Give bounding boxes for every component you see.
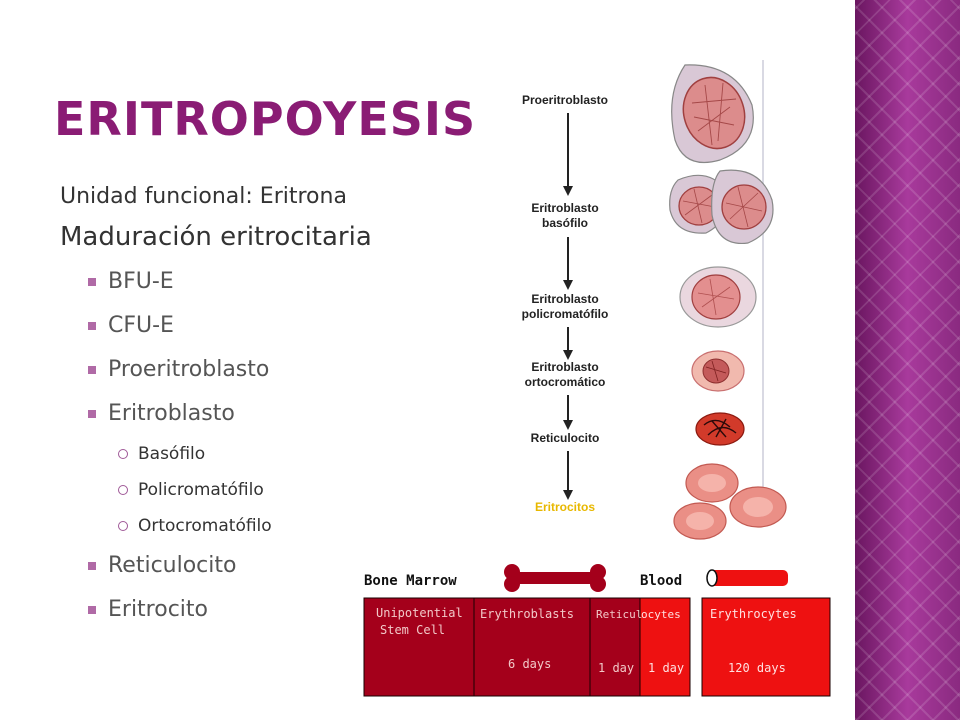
reticulocytes-label-part-2: ocytes [641,608,681,621]
reticulocytes-marrow-box [589,597,641,697]
slide-content: Unidad funcional: Eritrona Maduración er… [58,180,478,632]
stage-label-ortocromatico-1: Eritroblasto [531,360,598,374]
sub-list-item: Policromatófilo [118,472,478,508]
stage-label-ortocromatico-2: ortocromático [525,375,606,389]
erythrocytes-days: 120 days [728,661,786,675]
list-item: BFU-E [88,260,478,304]
unipotential-stem-cell-box [363,597,475,697]
stage-label-eritrocitos: Eritrocitos [535,500,595,514]
reticulocito-cell-icon [695,412,745,446]
sub-list-item: Ortocromatófilo [118,508,478,544]
unipotential-label-1: Unipotential [376,606,463,620]
stage-label-proeritroblasto: Proeritroblasto [522,93,608,107]
list-item: Proeritroblasto [88,348,478,392]
erythrocytes-label: Erythrocytes [710,607,797,621]
stage-label-basofilo-1: Eritroblasto [531,201,598,215]
blood-vessel-icon [706,569,788,587]
erythroblasts-label: Erythroblasts [480,607,574,621]
stage-label-basofilo-2: basófilo [542,216,588,230]
square-bullet-icon [88,322,96,330]
eritroblasto-ortocromatico-cell-icon [691,350,745,392]
square-bullet-icon [88,410,96,418]
square-bullet-icon [88,366,96,374]
list-item: CFU-E [88,304,478,348]
maturation-timeline: Bone Marrow Blood Unipotential Stem Cell… [363,564,831,697]
list-item: Eritrocito [88,588,478,632]
unipotential-label-2: Stem Cell [380,623,445,637]
ring-bullet-icon [118,485,128,495]
blood-label: Blood [640,573,682,589]
reticulocytes-label-part-1: Reticul [596,608,642,621]
square-bullet-icon [88,278,96,286]
sub-list-item: Basófilo [118,436,478,472]
reticulocytes-blood-days: 1 day [648,661,684,675]
list-item: Reticulocito [88,544,478,588]
eritroblasto-basofilo-cell-icon [669,169,774,245]
erythroblasts-box [473,597,591,697]
square-bullet-icon [88,562,96,570]
proeritroblasto-cell-icon [671,64,754,164]
ring-bullet-icon [118,449,128,459]
content-line-functional-unit: Unidad funcional: Eritrona [60,184,347,209]
slide-title: ERITROPOYESIS [54,92,477,146]
decorative-side-band [855,0,960,720]
reticulocytes-marrow-days: 1 day [598,661,634,675]
reticulocytes-blood-box [639,597,691,697]
stage-label-policromatofilo-2: policromatófilo [522,307,609,321]
erythroblasts-days: 6 days [508,657,551,671]
eritroblasto-policromatofilo-cell-icon [679,266,757,328]
list-item: Eritroblasto [88,392,478,436]
eritrocitos-cells-icon [673,463,787,540]
stage-label-reticulocito: Reticulocito [531,431,600,445]
square-bullet-icon [88,606,96,614]
ring-bullet-icon [118,521,128,531]
stage-label-policromatofilo-1: Eritroblasto [531,292,598,306]
erythropoiesis-diagram: Proeritroblasto Eritroblasto basófilo Er… [522,60,787,540]
content-line-maturation: Maduración eritrocitaria [60,222,372,252]
erythrocytes-box [701,597,831,697]
bone-icon [504,564,606,592]
bone-marrow-label: Bone Marrow [364,573,457,589]
